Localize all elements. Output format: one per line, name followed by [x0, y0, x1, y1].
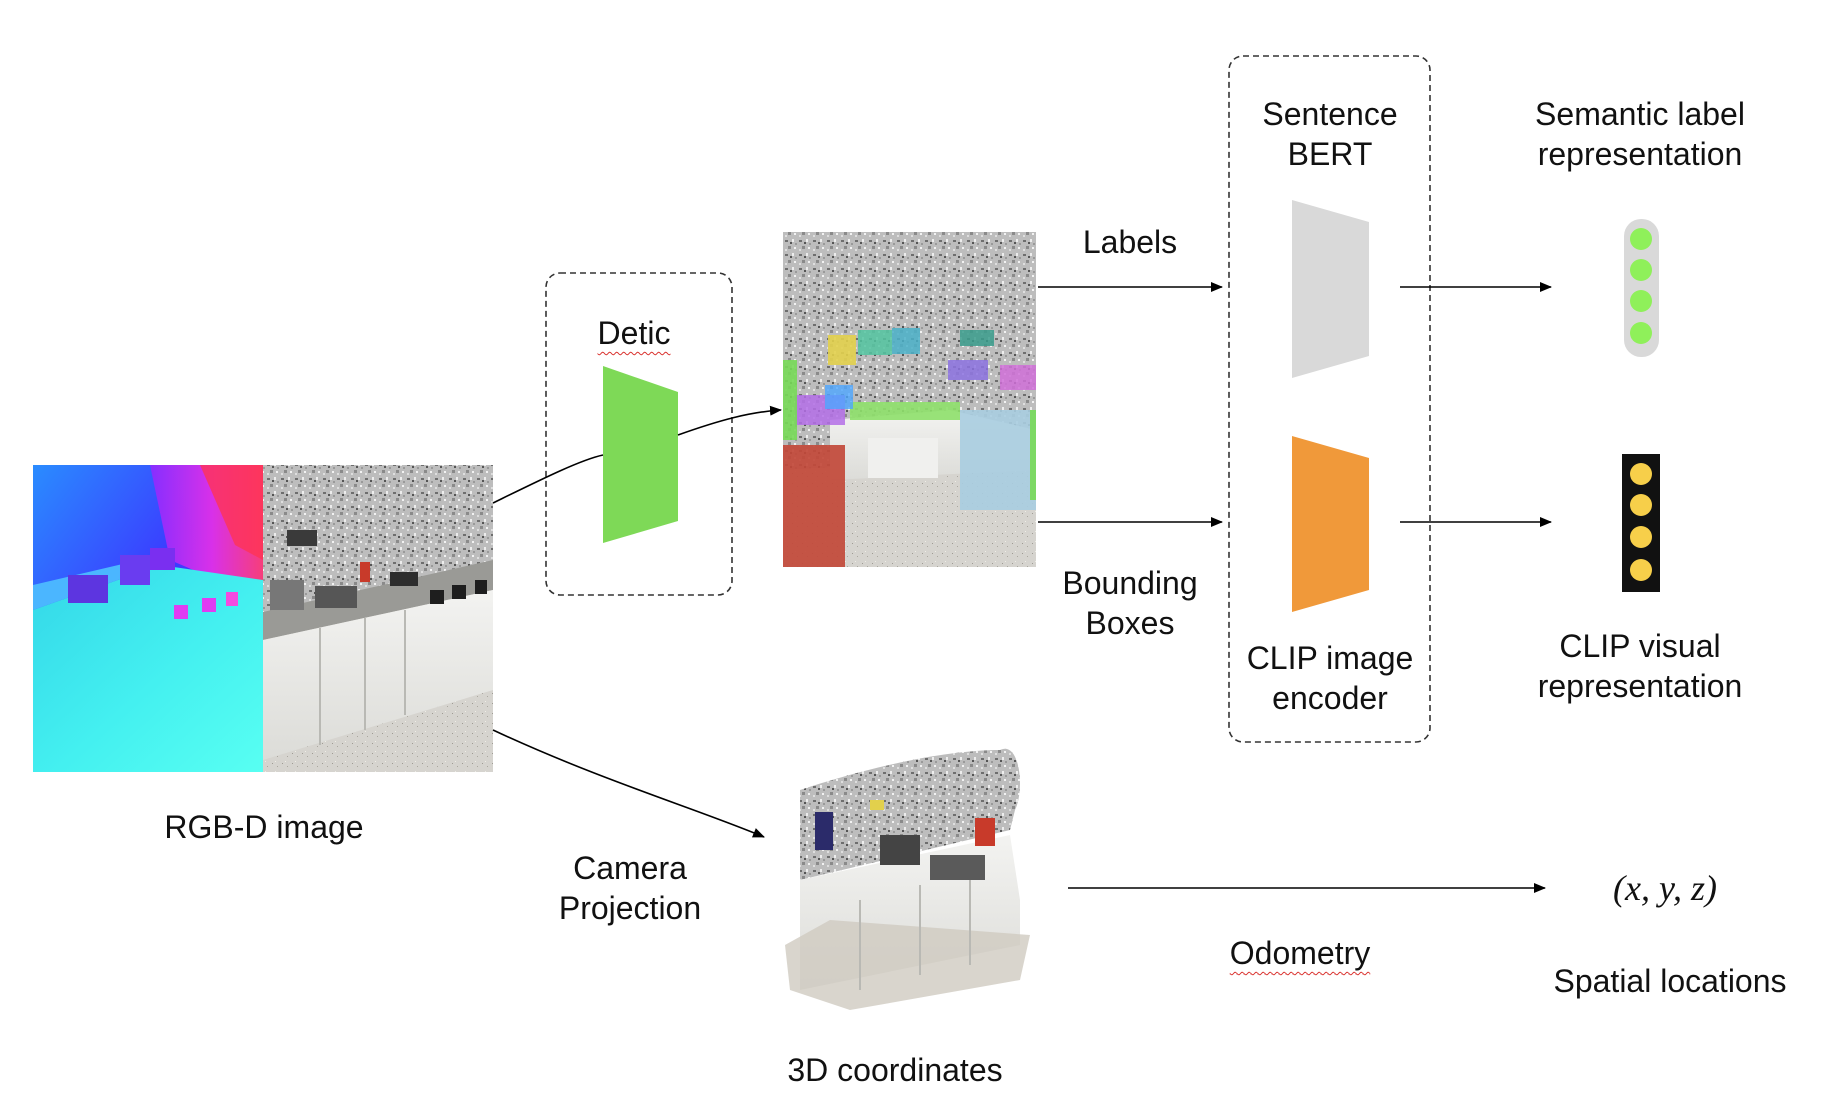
labels-edge-label: Labels: [1082, 224, 1178, 260]
rgbd-image-label: RGB-D image: [164, 809, 364, 845]
arrow-detic-to-detections: [677, 405, 782, 436]
camera-projection-line2: Projection: [558, 890, 702, 926]
rgb-photo: [263, 465, 493, 772]
camera-projection-line1: Camera: [573, 850, 687, 886]
clip-encoder-line1: CLIP image: [1246, 640, 1414, 676]
detic-block: [603, 366, 678, 543]
bounding-boxes-line2: Boxes: [1085, 605, 1175, 641]
detic-module: [545, 272, 733, 596]
semantic-vector-icon: [1624, 219, 1659, 357]
camera-projection-label: Camera Projection: [540, 848, 720, 928]
arrows: [492, 282, 1552, 893]
xyz-label: (x, y, z): [1613, 868, 1717, 908]
sentence-bert-label: Sentence BERT: [1230, 94, 1430, 174]
clip-encoder-block: [1292, 436, 1369, 612]
clip-visual-representation-label: CLIP visual representation: [1510, 626, 1770, 706]
sentence-bert-block: [1292, 200, 1369, 378]
odometry-label: Odometry: [1229, 935, 1371, 971]
encoders-dashed-frame: [1228, 55, 1431, 743]
clip-encoder-line2: encoder: [1272, 680, 1388, 716]
3d-coordinates-label: 3D coordinates: [787, 1052, 1003, 1088]
detic-label: Detic: [597, 315, 671, 351]
semantic-representation-label: Semantic label representation: [1510, 94, 1770, 174]
semantic-representation-line1: Semantic label: [1535, 96, 1745, 132]
sentence-bert-line1: Sentence: [1262, 96, 1398, 132]
detection-image: [783, 232, 1036, 567]
arrow-camera-projection: [492, 729, 765, 838]
point-cloud: [785, 748, 1030, 1010]
clip-visual-line2: representation: [1537, 668, 1743, 704]
detic-dashed-frame: [545, 272, 733, 596]
arrow-rgbd-to-detic: [492, 454, 604, 504]
spatial-locations-label: Spatial locations: [1553, 963, 1787, 999]
clip-vector-icon: [1622, 454, 1660, 592]
bounding-boxes-label: Bounding Boxes: [1040, 563, 1220, 643]
bounding-boxes-line1: Bounding: [1062, 565, 1198, 601]
semantic-representation-line2: representation: [1537, 136, 1743, 172]
sentence-bert-line2: BERT: [1287, 136, 1373, 172]
clip-encoder-label: CLIP image encoder: [1230, 638, 1430, 718]
depth-map: [33, 465, 263, 772]
encoders-module: [1228, 55, 1431, 743]
clip-visual-line1: CLIP visual: [1559, 628, 1721, 664]
rgbd-image: [33, 465, 493, 772]
